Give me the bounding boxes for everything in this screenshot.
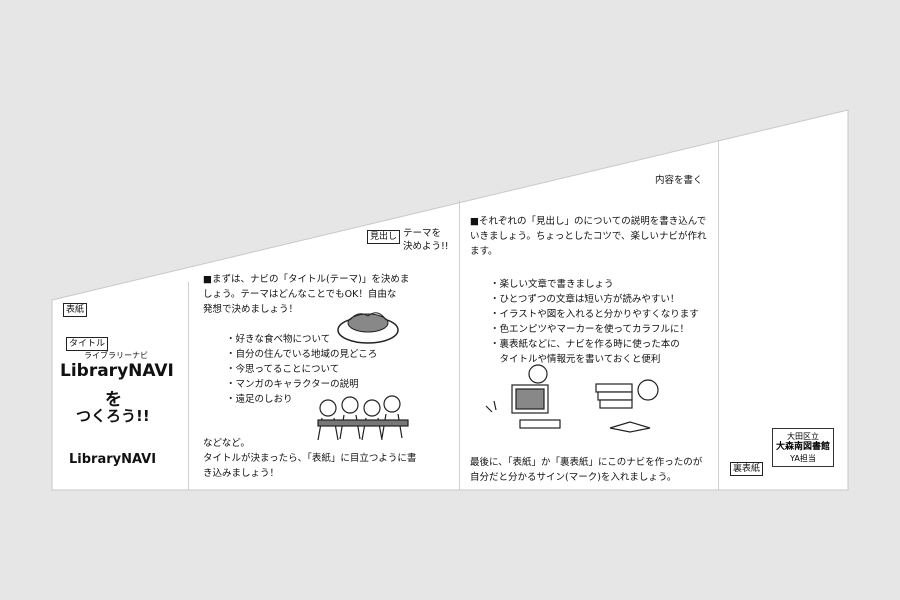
stamp-line1: 大田区立	[787, 432, 819, 441]
content-heading: 内容を書く	[655, 175, 703, 186]
tip-item: ・イラストや図を入れると分かりやすくなります	[490, 309, 699, 320]
food-illustration	[337, 312, 399, 344]
cover-wo: を	[105, 390, 122, 410]
cover-logo: LibraryNAVI	[69, 452, 157, 467]
right-tips: ・楽しい文章で書きましょう ・ひとつずつの文章は短い方が読みやすい！ ・イラスト…	[490, 277, 699, 367]
stamp-line3: YA担当	[790, 454, 816, 463]
example-item: ・自分の住んでいる地域の見どころ	[226, 349, 378, 360]
title-reading: ライブラリーナビ	[84, 351, 148, 360]
sheet-outline	[51, 109, 849, 491]
left-outro: などなど。 タイトルが決まったら、「表紙」に目立つように書 き込みましょう！	[203, 436, 416, 481]
tip-item: タイトルや情報元を書いておくと便利	[490, 354, 661, 365]
example-item: ・マンガのキャラクターの説明	[226, 379, 359, 390]
cover-label: 表紙	[63, 303, 88, 317]
left-outro-line: き込みましょう！	[203, 468, 280, 479]
tip-item: ・ひとつずつの文章は短い方が読みやすい！	[490, 294, 680, 305]
title-label: タイトル	[66, 337, 109, 351]
midashi-label: 見出し	[367, 230, 401, 244]
tip-item: ・裏表紙などに、ナビを作る時に使った本の	[490, 339, 680, 350]
left-outro-line: タイトルが決まったら、「表紙」に目立つように書	[203, 453, 417, 464]
right-intro-line: いきましょう。ちょっとしたコツで、楽しいナビが作れ	[470, 231, 707, 242]
right-outro-line: 自分だと分かるサイン(マーク)を入れましょう。	[470, 472, 677, 483]
left-outro-line: などなど。	[203, 438, 250, 449]
back-cover-label: 裏表紙	[730, 462, 764, 476]
left-intro-line: ■まずは、ナビの「タイトル(テーマ)」を決めま	[203, 274, 410, 285]
tip-item: ・色エンピツやマーカーを使ってカラフルに！	[490, 324, 690, 335]
cover-tsukurou: つくろう!!	[76, 407, 150, 425]
example-item: ・今思ってることについて	[226, 364, 340, 375]
kids-illustration	[317, 395, 409, 441]
fold-line-3	[718, 140, 719, 490]
midashi-line2: 決めよう!!	[403, 241, 449, 252]
cover-title: LibraryNAVI	[60, 361, 174, 381]
example-item: ・好きな食べ物について	[226, 334, 331, 345]
tip-item: ・楽しい文章で書きましょう	[490, 279, 614, 290]
left-intro: ■まずは、ナビの「タイトル(テーマ)」を決めま しょう。テーマはどんなことでもO…	[203, 272, 409, 317]
right-intro-line: ます。	[470, 246, 498, 257]
left-examples: ・好きな食べ物について ・自分の住んでいる地域の見どころ ・今思ってることについ…	[226, 332, 377, 407]
right-intro-line: ■それぞれの「見出し」のについての説明を書き込んで	[470, 216, 707, 227]
right-intro: ■それぞれの「見出し」のについての説明を書き込んで いきましょう。ちょっとしたコ…	[470, 214, 707, 259]
right-outro-line: 最後に、「表紙」か「裏表紙」にこのナビを作ったのが	[470, 457, 703, 468]
midashi-line1: テーマを	[403, 228, 442, 239]
computer-illustration	[485, 364, 561, 429]
stamp-line2: 大森南図書館	[776, 442, 831, 452]
fold-line-1	[188, 282, 189, 490]
example-item: ・遠足のしおり	[226, 394, 293, 405]
left-intro-line: 発想で決めましょう！	[203, 304, 299, 315]
library-stamp: 大田区立 大森南図書館 YA担当	[772, 428, 835, 467]
reading-illustration	[595, 379, 659, 433]
fold-line-2	[459, 200, 460, 490]
right-outro: 最後に、「表紙」か「裏表紙」にこのナビを作ったのが 自分だと分かるサイン(マーク…	[470, 455, 702, 485]
left-intro-line: しょう。テーマはどんなことでもOK！自由な	[203, 289, 397, 300]
